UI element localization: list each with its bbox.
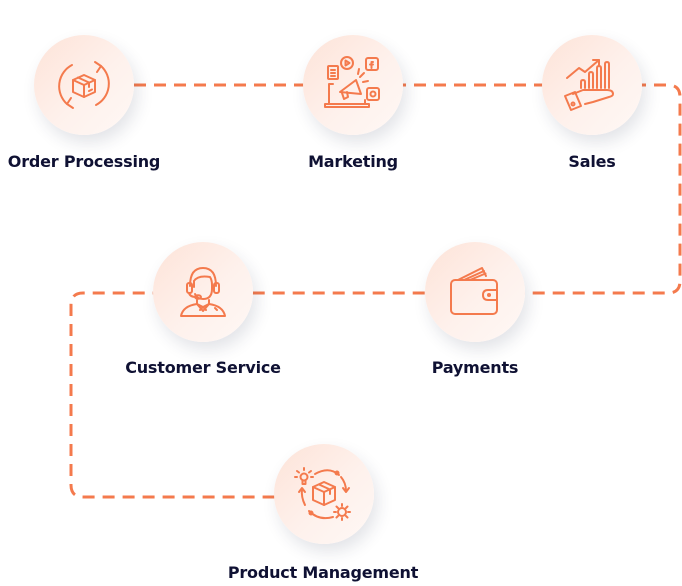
product-lifecycle-icon: [294, 467, 351, 521]
step-label: Customer Service: [125, 358, 281, 377]
headset-agent-icon: [180, 267, 226, 317]
step-label: Marketing: [308, 152, 398, 171]
step-marketing[interactable]: [303, 35, 403, 135]
step-label: Order Processing: [7, 152, 161, 171]
step-label: Product Management: [227, 563, 419, 582]
step-label: Sales: [568, 152, 616, 171]
step-payments[interactable]: [425, 242, 525, 342]
wallet-icon: [450, 267, 498, 315]
step-product-management[interactable]: [274, 444, 374, 544]
box-cycle-icon: [58, 61, 110, 109]
dashed-connector-path: [69, 83, 682, 499]
megaphone-social-icon: [324, 56, 380, 108]
step-order-processing[interactable]: [34, 35, 134, 135]
step-customer-service[interactable]: [153, 242, 253, 342]
step-label: Payments: [431, 358, 519, 377]
step-sales[interactable]: [542, 35, 642, 135]
hand-growth-chart-icon: [564, 59, 614, 111]
